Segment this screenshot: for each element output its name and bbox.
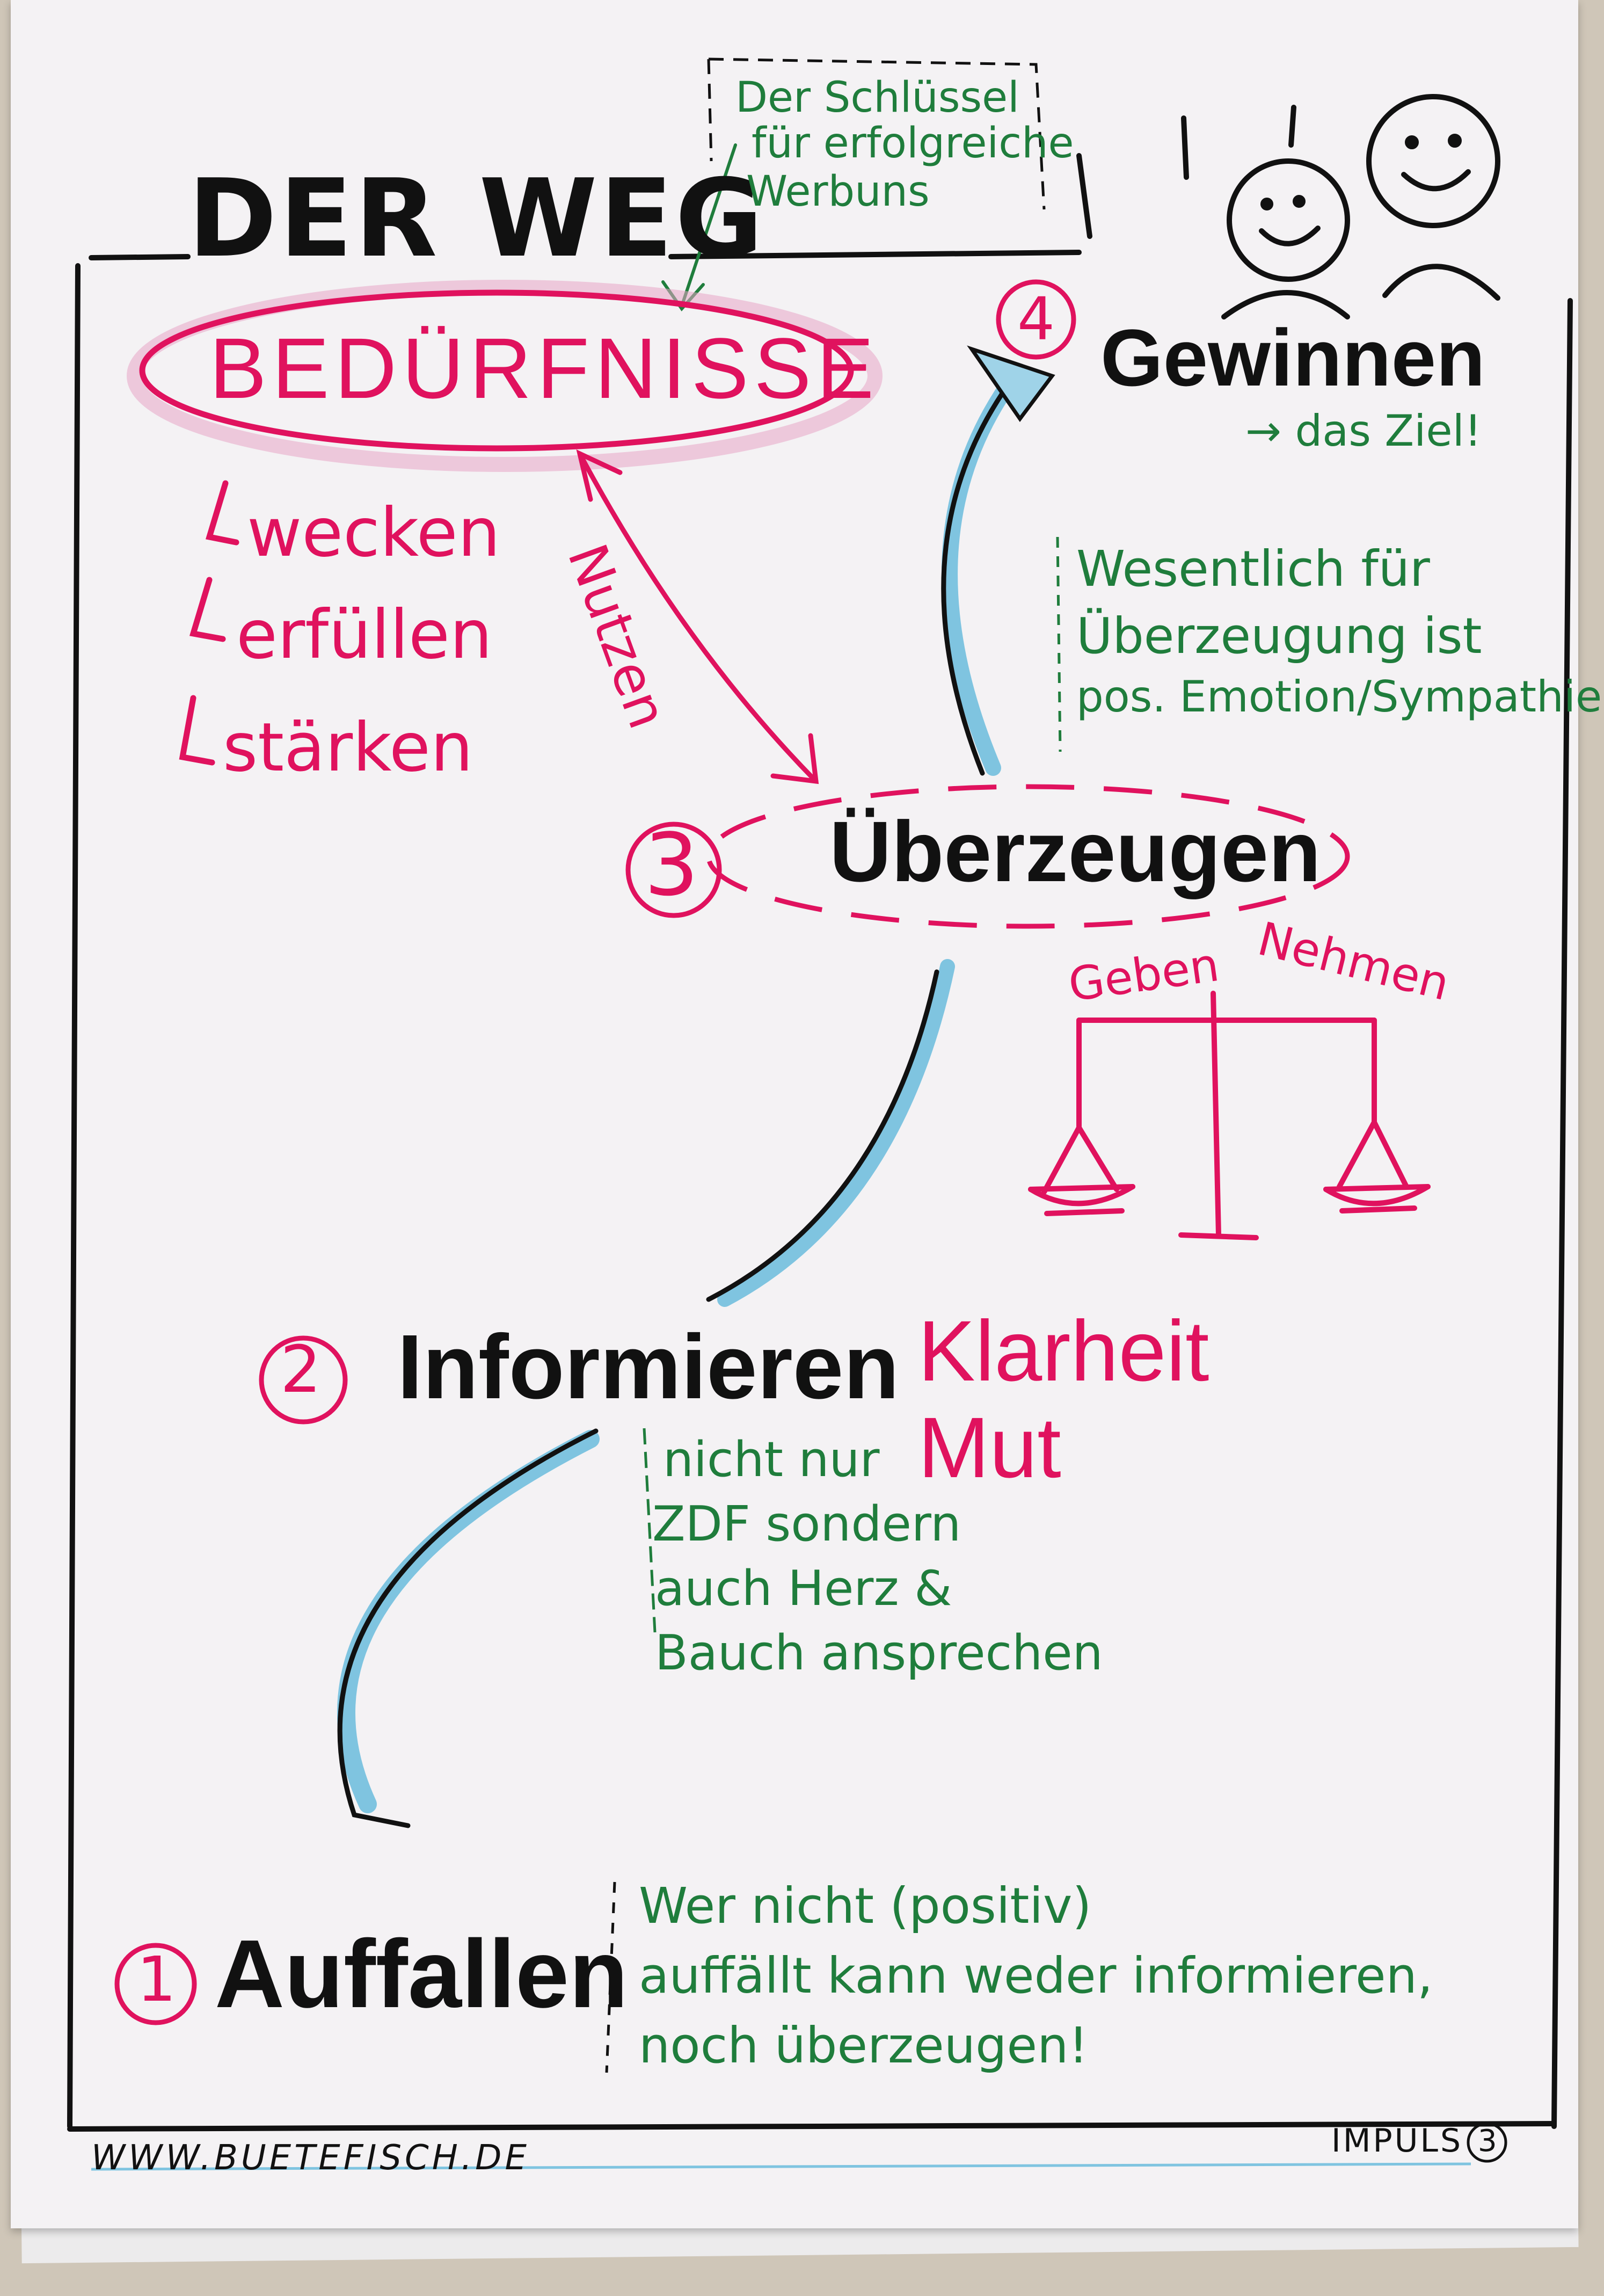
step1-circle bbox=[114, 1943, 197, 2025]
step4-number: 4 bbox=[1017, 285, 1055, 353]
frame-tick bbox=[1181, 115, 1189, 180]
arrow-1-to-2 bbox=[337, 1428, 599, 1828]
needs-ellipse bbox=[139, 289, 854, 452]
courage-line: Mut bbox=[918, 1399, 1061, 1495]
benefit-arrowhead-top bbox=[576, 449, 623, 502]
hook-staerken bbox=[179, 695, 215, 766]
step1-number: 1 bbox=[137, 1944, 177, 2016]
arrow-2-to-3 bbox=[706, 969, 939, 1302]
footer-impulse: IMPULS bbox=[1331, 2122, 1463, 2160]
needs-item-staerken: stärken bbox=[223, 709, 473, 787]
step3-circle bbox=[625, 822, 722, 918]
step3-label: Überzeugen bbox=[829, 803, 1321, 899]
frame-line-left bbox=[67, 263, 81, 2129]
frame-tick bbox=[1076, 153, 1092, 239]
smiley-people bbox=[1221, 94, 1500, 319]
flipchart-sheet: DER WEG Der Schlüssel für erfolgreiche W… bbox=[11, 0, 1604, 2228]
arrow-3-to-4-head bbox=[967, 345, 1055, 422]
goal-note: → das Ziel! bbox=[1245, 406, 1482, 456]
attention-note-line: auffällt kann weder informieren, bbox=[639, 1947, 1433, 2004]
persuasion-note-line: pos. Emotion/Sympathie! bbox=[1076, 672, 1604, 722]
frame-line-top-right bbox=[668, 250, 1082, 259]
page-title: DER WEG bbox=[188, 156, 765, 281]
step2-number: 2 bbox=[280, 1333, 322, 1407]
arrow-1-to-2-shadow bbox=[337, 1430, 600, 1813]
arrow-2-to-3-shadow bbox=[717, 959, 955, 1307]
inform-note-line: auch Herz & bbox=[655, 1560, 952, 1617]
clarity-line: Klarheit bbox=[918, 1303, 1209, 1399]
footer-impulse-number: 3 bbox=[1478, 2124, 1497, 2159]
attention-note-line: noch überzeugen! bbox=[639, 2017, 1089, 2074]
inform-note-line: nicht nur bbox=[663, 1432, 880, 1488]
inform-note-bar bbox=[643, 1428, 657, 1633]
frame-line-top-left bbox=[89, 254, 191, 260]
step2-label: Informieren bbox=[397, 1316, 900, 1418]
hook-wecken bbox=[205, 480, 239, 546]
arrow-3-to-4 bbox=[941, 373, 1017, 776]
scale-drawing bbox=[1028, 991, 1431, 1240]
step4-label: Gewinnen bbox=[1100, 313, 1485, 403]
step2-circle bbox=[259, 1335, 348, 1425]
step4-circle bbox=[996, 279, 1076, 360]
frame-line-right bbox=[1551, 298, 1573, 2129]
key-note-line: Werbuns bbox=[746, 168, 930, 216]
inform-note-line: ZDF sondern bbox=[652, 1496, 961, 1552]
key-note-line: für erfolgreiche bbox=[752, 119, 1074, 168]
needs-ellipse-shadow bbox=[127, 280, 883, 472]
persuasion-note-line: Wesentlich für bbox=[1076, 540, 1430, 598]
marker-drawings bbox=[67, 57, 1573, 2171]
frame-tick bbox=[1288, 105, 1296, 148]
footer-website: WWW.BUETEFISCH.DE bbox=[91, 2138, 530, 2178]
impulse-circle bbox=[1467, 2122, 1507, 2163]
key-note-line: Der Schlüssel bbox=[735, 74, 1019, 122]
frame-line-bottom bbox=[67, 2121, 1557, 2132]
persuasion-note-bar bbox=[1056, 536, 1062, 752]
benefit-arrow bbox=[577, 451, 819, 784]
footer-underline bbox=[91, 2162, 1471, 2171]
needs-heading: BEDÜRFNISSE bbox=[209, 320, 879, 416]
step3-number: 3 bbox=[644, 815, 699, 915]
key-note-dashed-box bbox=[707, 57, 1046, 210]
hook-erfuellen bbox=[189, 577, 226, 642]
step1-label: Auffallen bbox=[215, 1920, 629, 2028]
benefit-arrowhead-bottom bbox=[770, 733, 819, 784]
needs-item-erfuellen: erfüllen bbox=[236, 596, 493, 674]
step3-dashed-ellipse bbox=[706, 784, 1350, 929]
inform-note-line: Bauch ansprechen bbox=[655, 1625, 1103, 1681]
needs-item-wecken: wecken bbox=[247, 494, 500, 572]
attention-note-line: Wer nicht (positiv) bbox=[639, 1877, 1092, 1935]
persuasion-note-line: Überzeugung ist bbox=[1076, 607, 1482, 665]
